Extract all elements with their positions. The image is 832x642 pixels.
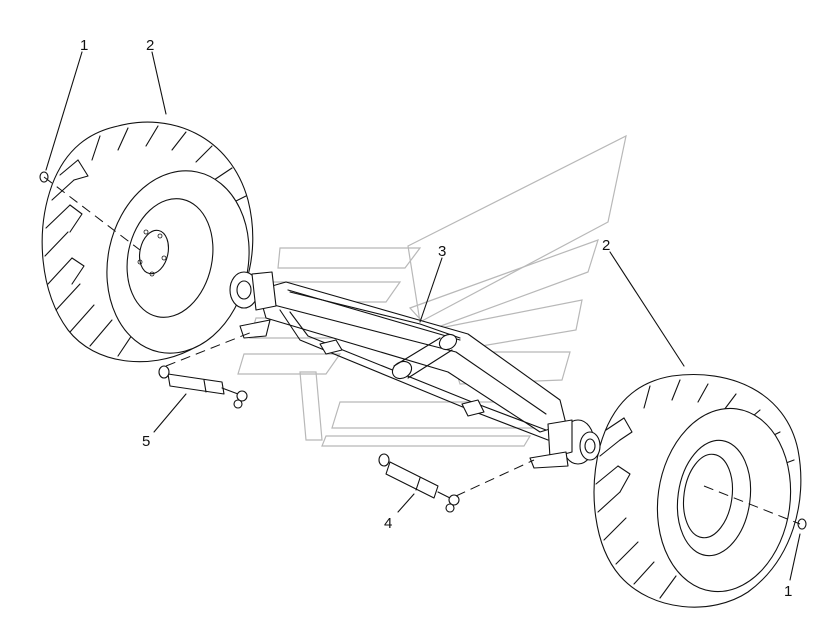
callout-nut-right: 1 bbox=[784, 583, 792, 600]
assembly-lines bbox=[43, 176, 801, 525]
callout-axle-beam: 3 bbox=[438, 243, 446, 260]
nut-right bbox=[797, 518, 807, 530]
leader-lines bbox=[45, 51, 801, 581]
wheel-right bbox=[593, 373, 802, 608]
callout-wheel-left: 2 bbox=[146, 37, 154, 54]
callout-steering-cylinder-right: 4 bbox=[384, 515, 392, 532]
callout-steering-cylinder-left: 5 bbox=[142, 433, 150, 450]
steering-cylinder-right bbox=[378, 453, 460, 513]
steering-cylinder-left bbox=[158, 365, 248, 409]
axle-beam bbox=[229, 271, 601, 469]
callout-nut-left: 1 bbox=[80, 37, 88, 54]
callout-wheel-right: 2 bbox=[602, 237, 610, 254]
wheel-left bbox=[41, 121, 254, 363]
